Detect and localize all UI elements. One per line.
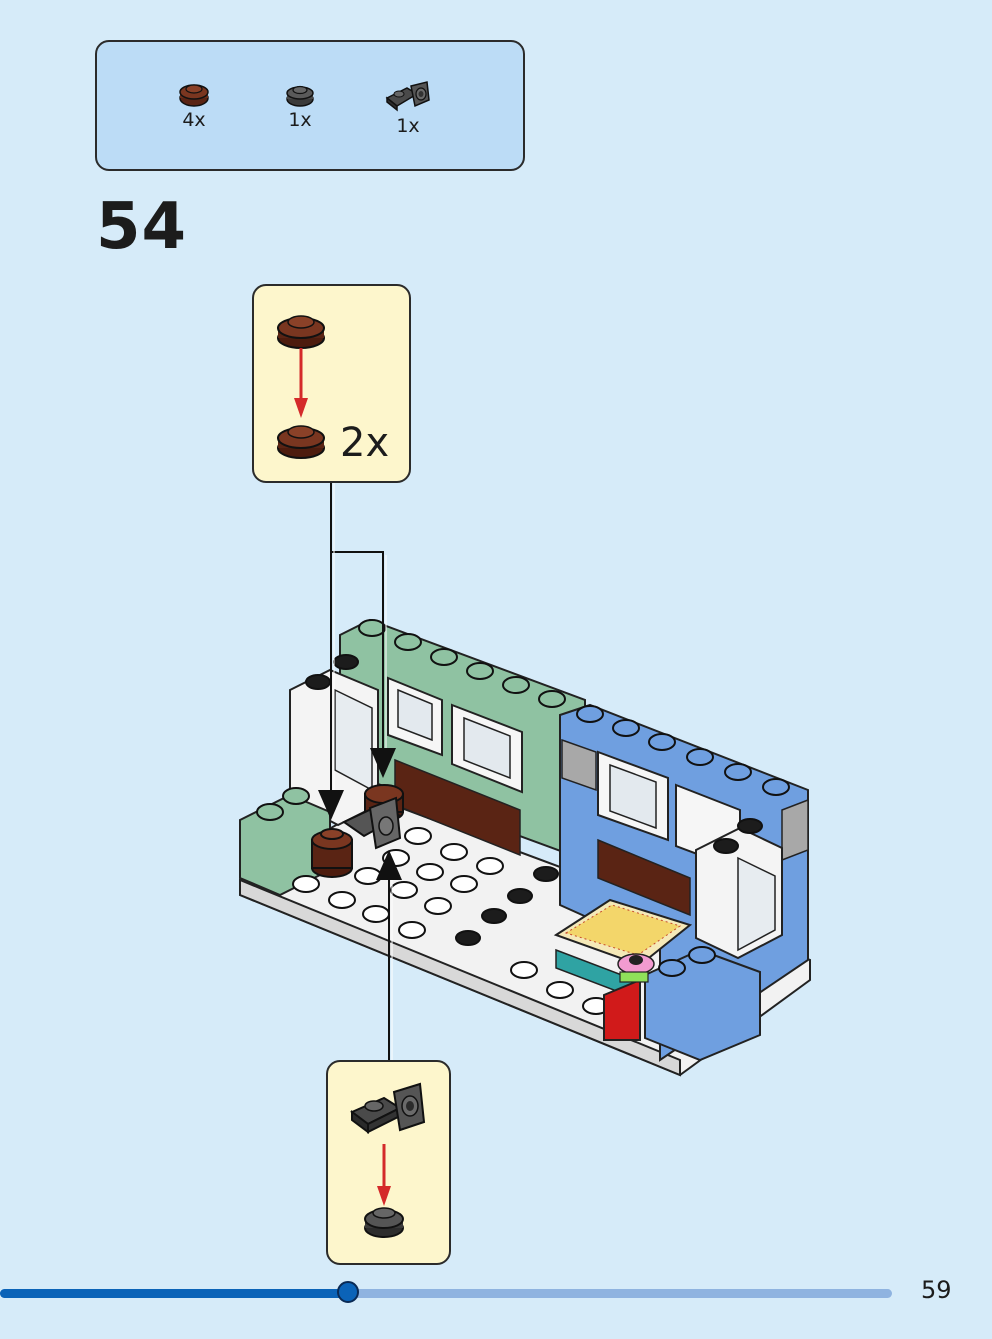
progress-bar: [0, 1281, 892, 1303]
dark-gray-bracket-icon: [385, 81, 430, 112]
dark-gray-round-plate-icon: [286, 85, 314, 107]
brown-round-plate-icon: [179, 84, 209, 107]
progress-knob: [336, 1281, 359, 1303]
page-number: 59: [921, 1276, 952, 1304]
bracket-with-round-plate-icon: [350, 1082, 426, 1238]
part-qty: 1x: [288, 109, 312, 131]
submodel-callout-bottom: [326, 1060, 451, 1265]
submodel-qty: 2x: [340, 420, 390, 466]
submodel-callout-top: 2x: [252, 284, 411, 483]
part-qty: 4x: [182, 109, 206, 131]
part-item: 1x: [265, 80, 335, 130]
part-item: 1x: [373, 80, 443, 136]
step-number: 54: [96, 190, 188, 264]
part-item: 4x: [159, 80, 229, 130]
parts-list-box: 4x 1x 1x: [95, 40, 525, 171]
stacked-round-plates-icon: [277, 315, 325, 459]
part-qty: 1x: [396, 115, 420, 137]
progress-fill: [0, 1289, 348, 1298]
